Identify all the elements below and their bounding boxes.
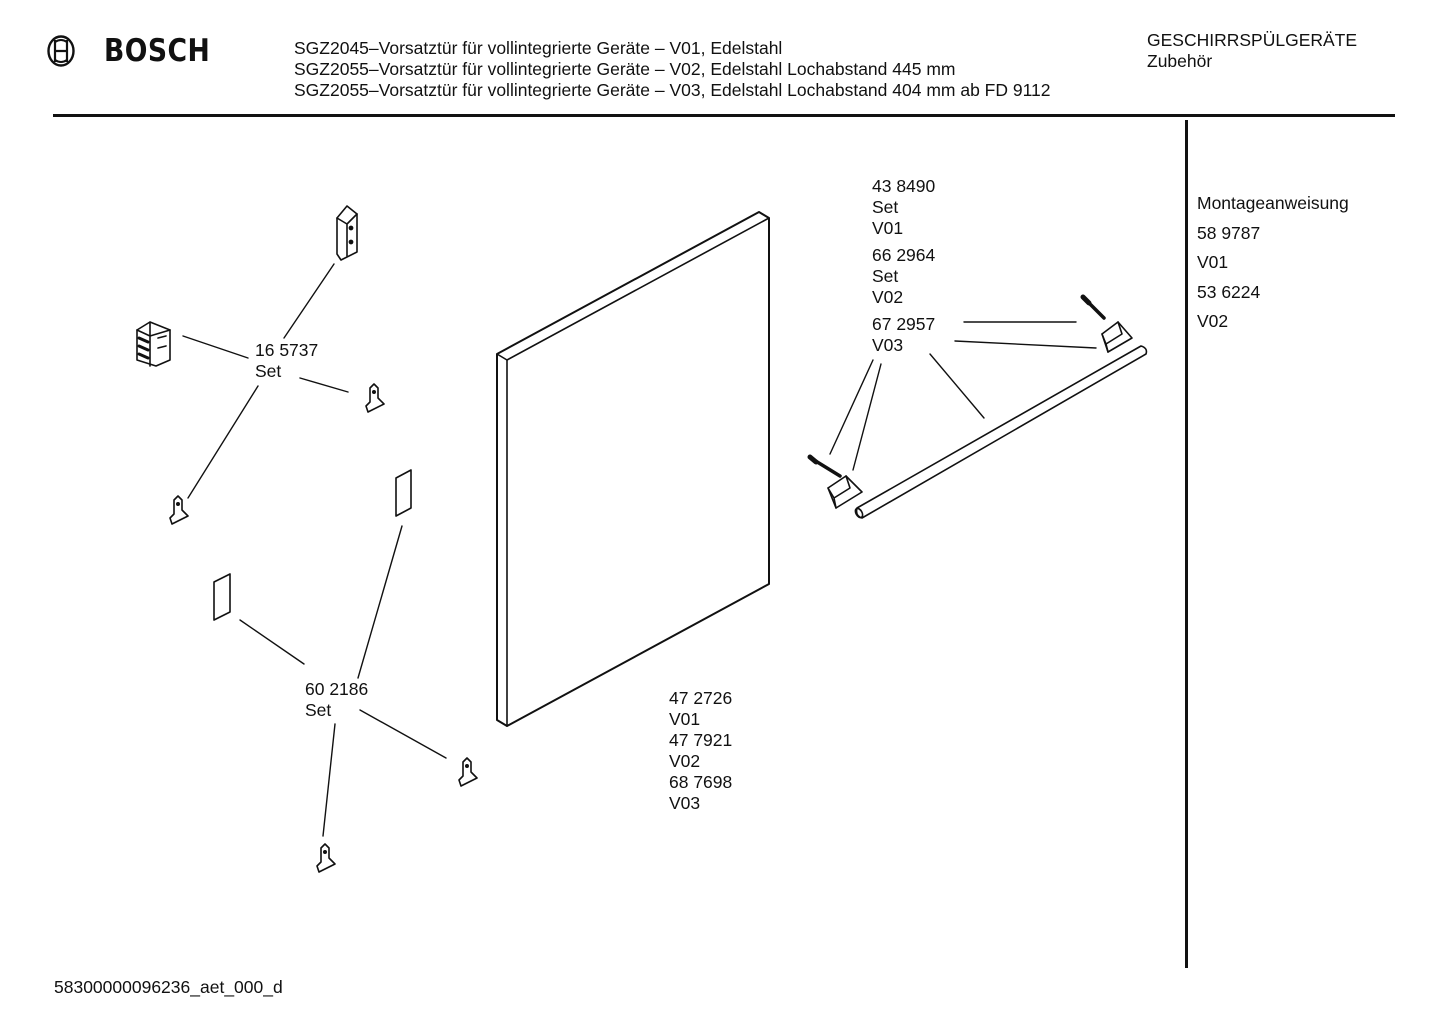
door-panel-line: 47 7921	[669, 730, 733, 750]
sidebar-item: V02	[1197, 311, 1229, 331]
handle-set-line: V01	[872, 218, 904, 238]
assembly-instructions-list: Montageanweisung 58 9787 V01 53 6224 V02	[1197, 191, 1349, 339]
clip-set-part-number: 60 2186	[305, 679, 369, 699]
title-line-v03: SGZ2055–Vorsatztür für vollintegrierte G…	[294, 80, 1051, 100]
hinge-set-label: 16 5737 Set	[255, 340, 318, 382]
document-id: 58300000096236_aet_000_d	[54, 977, 283, 997]
handle-mount-right	[1101, 321, 1133, 353]
adhesive-pad-right	[395, 469, 412, 517]
door-panel-line: 47 2726	[669, 688, 733, 708]
category-block: GESCHIRRSPÜLGERÄTE Zubehör	[1147, 30, 1357, 72]
hinge-bracket-lower	[136, 321, 171, 367]
door-panel-line: V02	[669, 751, 701, 771]
handle-set-line: V03	[872, 335, 904, 355]
hinge-set-note: Set	[255, 361, 282, 381]
adhesive-pad-left	[213, 573, 231, 621]
handle-set-line: 67 2957	[872, 314, 936, 334]
mounting-clip-b	[169, 495, 189, 525]
handle-screw-right	[1080, 294, 1106, 320]
leader-lines	[182, 263, 1097, 837]
sidebar-item: 58 9787	[1197, 222, 1261, 243]
handle-mount-left	[827, 475, 863, 509]
clip-set-label: 60 2186 Set	[305, 679, 368, 721]
title-line-v02: SGZ2055–Vorsatztür für vollintegrierte G…	[294, 59, 956, 79]
mounting-clip-a	[365, 383, 385, 413]
category-subtitle: Zubehör	[1147, 51, 1213, 71]
sidebar-item-heading: Montageanweisung	[1197, 193, 1349, 213]
brand-logo-text: BOSCH	[104, 33, 211, 69]
handle-set-line: 66 2964	[872, 245, 936, 265]
handle-set-line: 43 8490	[872, 176, 936, 196]
door-handle-bar	[854, 345, 1148, 519]
handle-sets-label: 43 8490 Set V01 66 2964 Set V02 67 2957 …	[872, 176, 935, 356]
handle-screw-left	[807, 454, 842, 478]
door-panel-line: V03	[669, 793, 701, 813]
page-title: SGZ2045–Vorsatztür für vollintegrierte G…	[294, 38, 1051, 101]
bosch-armature-icon	[46, 34, 76, 73]
mounting-clip-d	[316, 843, 336, 873]
clip-set-note: Set	[305, 700, 332, 720]
category-title: GESCHIRRSPÜLGERÄTE	[1147, 30, 1358, 50]
handle-set-line: Set	[872, 197, 899, 217]
mounting-clip-c	[458, 757, 478, 787]
door-panel-label: 47 2726 V01 47 7921 V02 68 7698 V03	[669, 688, 732, 814]
sidebar-divider	[1185, 120, 1188, 968]
door-panel-line: 68 7698	[669, 772, 733, 792]
header-divider	[53, 114, 1395, 117]
door-panel	[496, 211, 770, 727]
door-panel-line: V01	[669, 709, 701, 729]
handle-set-line: V02	[872, 287, 904, 307]
hinge-set-part-number: 16 5737	[255, 340, 319, 360]
hinge-bracket-upper	[336, 205, 358, 261]
sidebar-item: V01	[1197, 252, 1229, 272]
handle-set-line: Set	[872, 266, 899, 286]
sidebar-item: 53 6224	[1197, 281, 1261, 302]
title-line-v01: SGZ2045–Vorsatztür für vollintegrierte G…	[294, 38, 783, 58]
